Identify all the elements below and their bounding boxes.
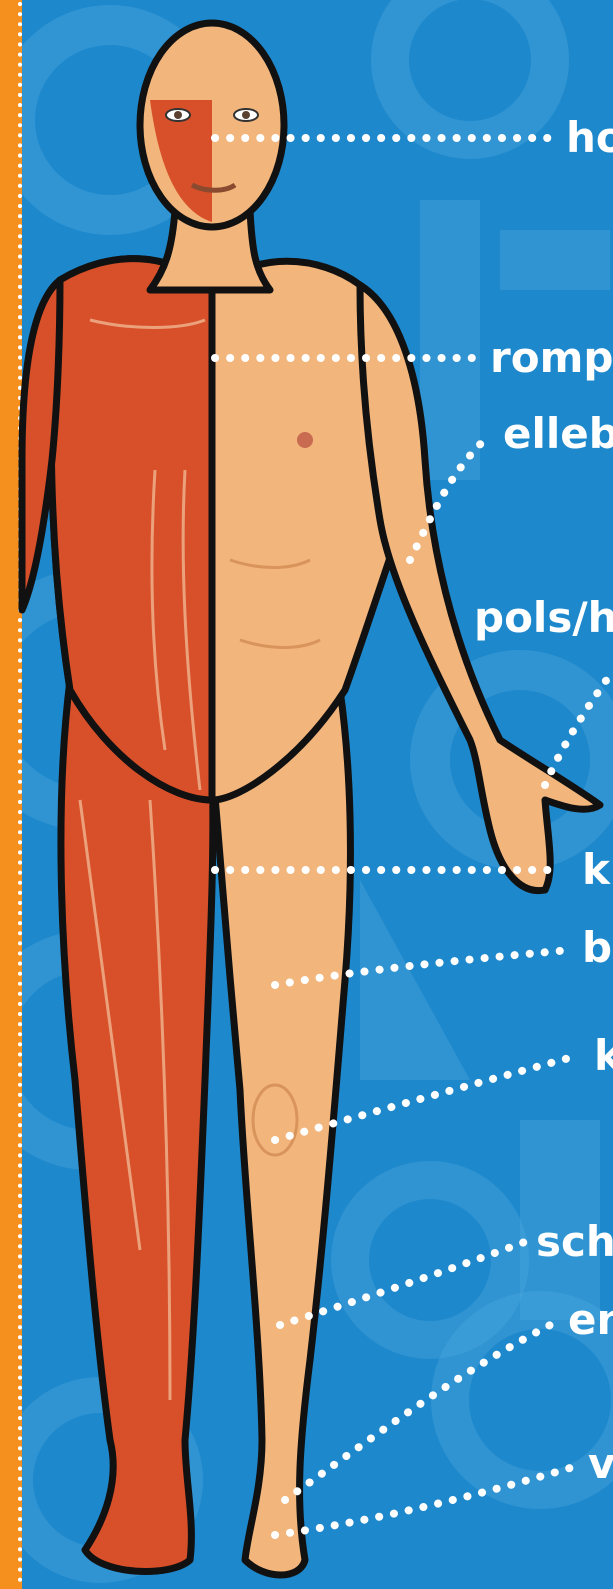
bg-bar — [420, 200, 480, 480]
label-kruis: k — [582, 845, 611, 894]
label-scheen: sch — [536, 1217, 613, 1266]
bg-ring — [390, 0, 550, 140]
label-bovenbeen: b — [582, 923, 612, 972]
bg-shape — [360, 880, 470, 1080]
leg-right — [212, 690, 350, 1575]
label-hoofd: ho — [566, 113, 613, 162]
label-voet: v — [588, 1439, 613, 1488]
accent-strip — [0, 0, 22, 1589]
label-enkel: en — [568, 1295, 613, 1344]
label-knie: k — [594, 1031, 613, 1080]
label-romp: romp/ — [490, 333, 613, 382]
label-elleboog: elleb — [503, 409, 613, 458]
label-pols: pols/h — [474, 593, 613, 642]
bg-bar — [500, 230, 610, 290]
